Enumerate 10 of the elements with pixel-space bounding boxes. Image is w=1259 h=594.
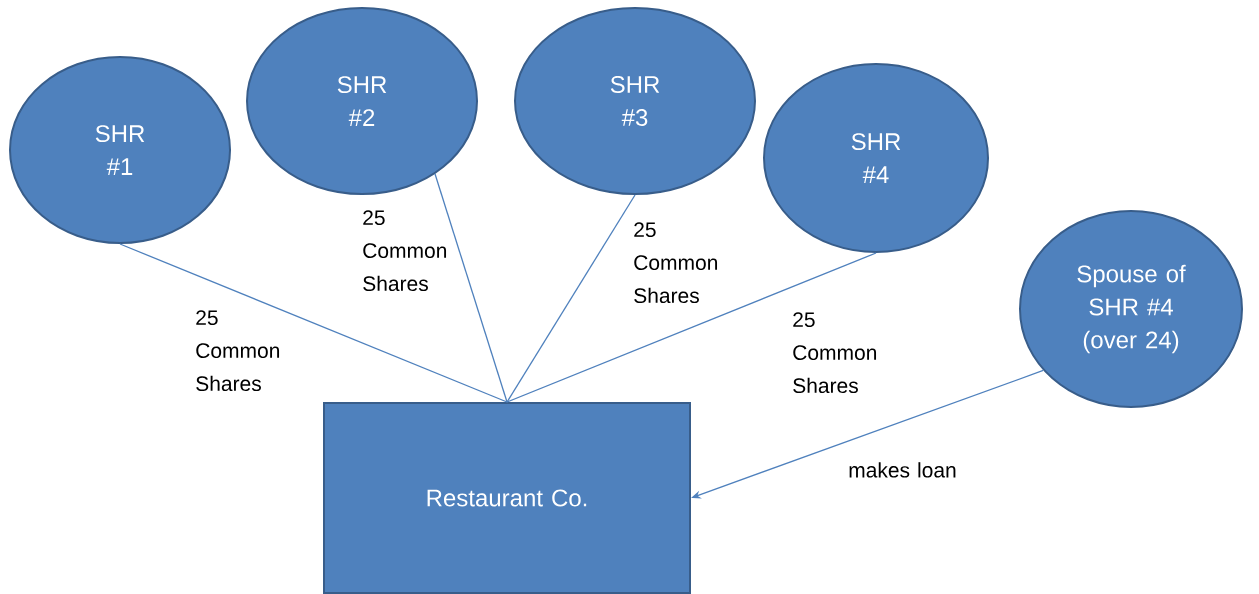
edge-label: 25 Common Shares	[634, 222, 717, 304]
edge-label: 25 Common Shares	[793, 312, 876, 394]
company-box: Restaurant Co.	[323, 402, 691, 594]
edge-label: 25 Common Shares	[196, 310, 280, 392]
connector-line	[506, 194, 636, 403]
edge-label: 25 Common Shares	[363, 210, 447, 292]
edge-label: makes loan	[849, 462, 956, 478]
connector-line	[119, 243, 508, 403]
connector-line	[506, 252, 877, 403]
connector-line	[434, 173, 508, 403]
